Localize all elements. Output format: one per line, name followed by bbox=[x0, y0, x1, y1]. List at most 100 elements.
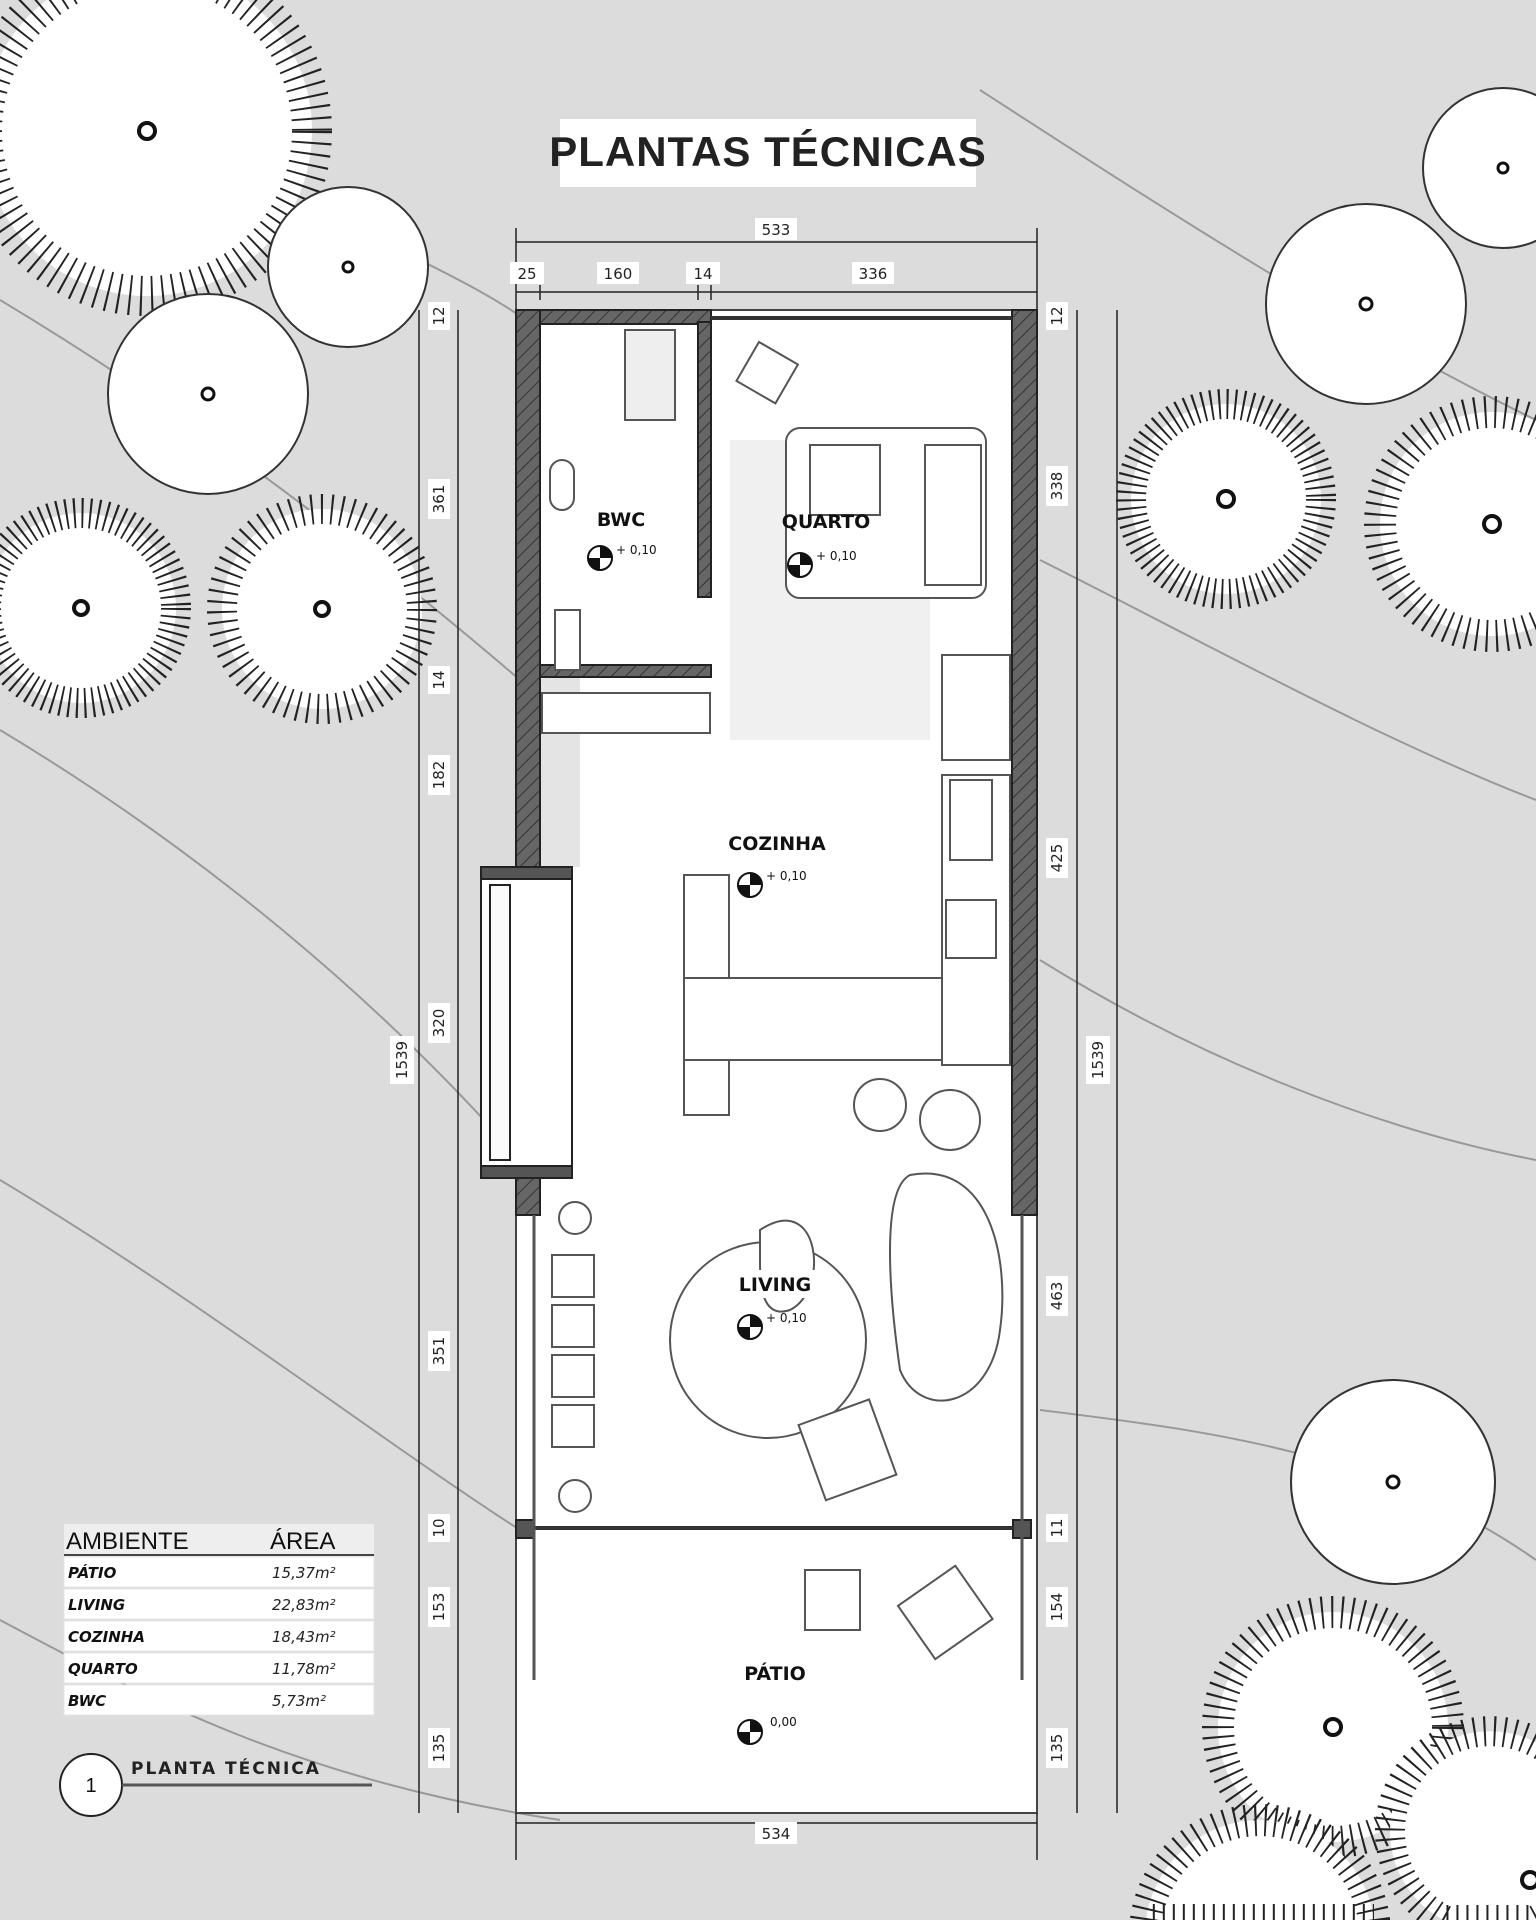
patio-chair bbox=[804, 1569, 861, 1631]
room-labels: BWC + 0,10 QUARTO + 0,10 COZINHA + 0,10 … bbox=[587, 509, 871, 1745]
dining-chair bbox=[551, 1254, 595, 1298]
level-text: + 0,10 bbox=[766, 869, 807, 883]
svg-text:15,37m²: 15,37m² bbox=[272, 1564, 336, 1582]
title-box bbox=[560, 119, 976, 187]
terrain-contours bbox=[0, 89, 1536, 1821]
dim-label: 154 bbox=[1048, 1593, 1066, 1622]
furniture bbox=[541, 329, 1011, 1661]
dim-left-total: 1539 bbox=[393, 1041, 411, 1079]
dimension-labels: 533 25 160 14 336 534 1539 12 361 14 182… bbox=[390, 218, 1110, 1844]
stove bbox=[945, 899, 997, 959]
dining-chair bbox=[551, 1404, 595, 1448]
dining-chair bbox=[551, 1304, 595, 1348]
svg-text:11,78m²: 11,78m² bbox=[272, 1660, 336, 1678]
dim-label: 351 bbox=[430, 1337, 448, 1366]
svg-text:BWC: BWC bbox=[68, 1692, 106, 1710]
chair bbox=[735, 340, 800, 405]
patio-chair bbox=[896, 1564, 994, 1661]
pillow bbox=[809, 444, 881, 516]
shower-grate bbox=[624, 329, 676, 421]
level-text: + 0,10 bbox=[616, 543, 657, 557]
walls bbox=[480, 309, 1038, 1539]
plant bbox=[919, 1089, 981, 1151]
tree-canopy bbox=[1290, 1379, 1496, 1585]
drawing-number: 1 bbox=[85, 1775, 96, 1797]
svg-text:PÁTIO: PÁTIO bbox=[68, 1563, 117, 1582]
drawing-label: 1 PLANTA TÉCNICA bbox=[59, 1753, 372, 1817]
room-name: BWC bbox=[597, 509, 645, 531]
tree-canopy bbox=[1116, 389, 1336, 609]
level-text: + 0,10 bbox=[766, 1311, 807, 1325]
dim-bottom-total: 534 bbox=[762, 1825, 791, 1843]
dim-label: 336 bbox=[859, 265, 888, 283]
room-bwc: BWC + 0,10 bbox=[587, 509, 657, 571]
room-patio: PÁTIO 0,00 bbox=[737, 1662, 806, 1745]
dim-label: 11 bbox=[1048, 1518, 1066, 1537]
building bbox=[480, 309, 1038, 1814]
sofa bbox=[889, 1172, 1004, 1402]
table-row: BWC 5,73m² bbox=[63, 1684, 375, 1716]
svg-text:22,83m²: 22,83m² bbox=[272, 1596, 336, 1614]
tree-canopy bbox=[1265, 203, 1467, 405]
dim-label: 160 bbox=[604, 265, 633, 283]
dim-label: 14 bbox=[430, 670, 448, 689]
dim-label: 10 bbox=[430, 1518, 448, 1537]
dim-label: 12 bbox=[430, 306, 448, 325]
dim-label: 463 bbox=[1048, 1282, 1066, 1311]
dim-label: 338 bbox=[1048, 472, 1066, 501]
level-text: 0,00 bbox=[770, 1715, 797, 1729]
svg-text:COZINHA: COZINHA bbox=[68, 1628, 145, 1646]
tree-canopy bbox=[107, 293, 309, 495]
tree-canopy bbox=[207, 494, 437, 724]
dim-right-total: 1539 bbox=[1089, 1041, 1107, 1079]
room-name: COZINHA bbox=[728, 833, 826, 855]
bed-headboard bbox=[924, 444, 982, 586]
dim-label: 425 bbox=[1048, 844, 1066, 873]
armchair bbox=[797, 1398, 898, 1502]
table-row: QUARTO 11,78m² bbox=[63, 1652, 375, 1684]
svg-text:5,73m²: 5,73m² bbox=[272, 1692, 326, 1710]
tree-canopy bbox=[1129, 1804, 1391, 1920]
table-row: PÁTIO 15,37m² bbox=[63, 1556, 375, 1588]
cabinets bbox=[541, 692, 711, 734]
room-name: PÁTIO bbox=[744, 1662, 806, 1685]
svg-text:LIVING: LIVING bbox=[68, 1596, 125, 1614]
room-cozinha: COZINHA + 0,10 bbox=[722, 828, 832, 898]
room-name: LIVING bbox=[739, 1274, 811, 1296]
svg-text:QUARTO: QUARTO bbox=[68, 1660, 138, 1678]
tree-canopy bbox=[1364, 396, 1536, 652]
tree-canopy bbox=[0, 0, 332, 316]
area-table: AMBIENTE ÁREA PÁTIO 15,37m² LIVING 22,83m²… bbox=[63, 1524, 375, 1716]
svg-text:18,43m²: 18,43m² bbox=[272, 1628, 336, 1646]
dim-top-total: 533 bbox=[762, 221, 791, 239]
dim-label: 153 bbox=[430, 1593, 448, 1622]
plant-pot bbox=[558, 1479, 592, 1513]
table-row: COZINHA 18,43m² bbox=[63, 1620, 375, 1652]
dim-label: 361 bbox=[430, 485, 448, 514]
dim-label: 182 bbox=[430, 761, 448, 790]
table-header-area: ÁREA bbox=[270, 1528, 335, 1555]
level-text: + 0,10 bbox=[816, 549, 857, 563]
dim-label: 14 bbox=[693, 265, 712, 283]
tree-canopy bbox=[267, 186, 429, 348]
room-name: QUARTO bbox=[782, 511, 871, 533]
dim-label: 135 bbox=[430, 1734, 448, 1763]
dim-label: 320 bbox=[430, 1009, 448, 1038]
table-header-room: AMBIENTE bbox=[66, 1528, 189, 1555]
plant-pot bbox=[558, 1201, 592, 1235]
dim-label: 12 bbox=[1048, 306, 1066, 325]
dim-label: 135 bbox=[1048, 1734, 1066, 1763]
dining-chair bbox=[551, 1354, 595, 1398]
room-quarto: QUARTO + 0,10 bbox=[782, 511, 871, 578]
kitchen-sink bbox=[949, 779, 993, 861]
room-living: LIVING + 0,10 bbox=[735, 1270, 815, 1340]
tree-canopy bbox=[0, 498, 191, 718]
tree-canopy bbox=[1375, 1716, 1536, 1920]
dim-label: 25 bbox=[517, 265, 536, 283]
toilet bbox=[549, 459, 575, 511]
sink bbox=[554, 609, 581, 671]
page-title: PLANTAS TÉCNICAS bbox=[549, 128, 987, 175]
table-row: LIVING 22,83m² bbox=[63, 1588, 375, 1620]
